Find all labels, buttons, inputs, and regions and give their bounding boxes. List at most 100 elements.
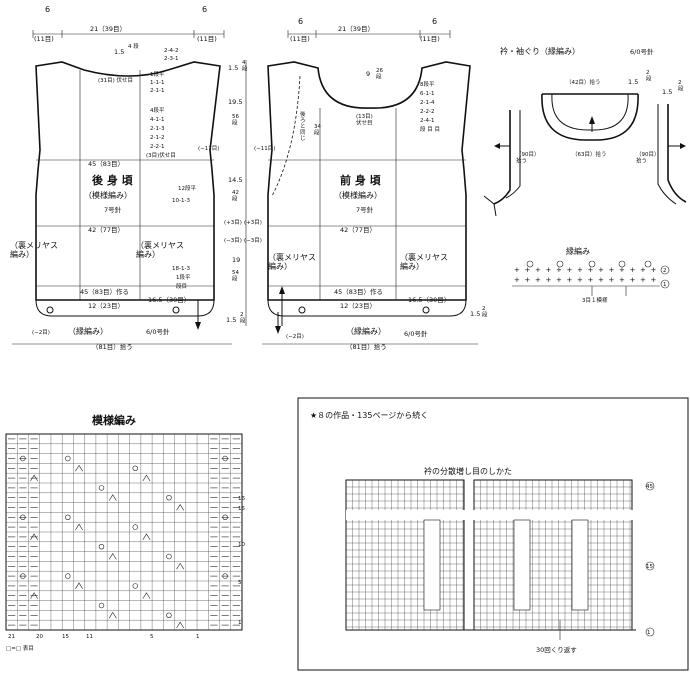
back-pick-81: （81目）拾う [92,342,133,351]
back-neck-dec-2: 2-3-1 [164,56,178,62]
pattern-row-10: 10 [238,542,245,548]
decrease-stitch [75,464,83,472]
front-minus3: (−3目) [244,237,262,244]
collar-pick-90-right: （90目）拾う [636,151,660,164]
front-subtitle: （模様編み） [334,190,382,200]
increase-gap [346,510,636,520]
edging-cross: + [588,266,594,274]
edging-cross: + [598,266,604,274]
pattern-col-5: 5 [150,634,154,640]
yarn-over [98,543,105,550]
yarn-over [222,514,228,520]
edging-cross: + [514,266,520,274]
front-shoulder-stitches-right: (11目) [420,35,440,43]
yarn-over [98,485,105,491]
yarn-over [20,514,26,520]
front-shoulder-stitches: (11目) [290,35,310,43]
back-side-dec-1: 18-1-3 [172,266,190,272]
edging-cross: + [640,276,646,284]
front-neck-dec-2: 6-1-1 [420,91,434,97]
back-side-inc-2: 10-1-3 [172,198,190,204]
edging-picot [526,260,534,268]
edging-note: 3目１模様 [582,296,608,304]
edging-cross: + [619,276,625,284]
front-minus-11: (−11目) [254,145,275,152]
back-title: 後 身 頃 [92,173,134,187]
yarn-over [166,495,172,501]
edging-cross: + [525,266,531,274]
decrease-stitch [108,553,117,560]
dim-side: 14.5 [228,176,242,184]
yarn-over [132,583,138,589]
back-reverse-left-text: （裏メリヤス編み） [10,240,58,259]
back-side-inc-1: 12段平 [178,184,196,192]
front-shoulder-width: 6 [298,17,303,26]
edging-row-1: 1 [663,282,667,288]
front-bottom-30: 16.5（30目） [408,296,450,304]
collar-needle: 6/0号針 [630,47,654,56]
notice-continued: ★８の作品・135ページから続く [310,410,428,420]
edging-cross: + [535,276,541,284]
front-neck-dec-4: 2-2-2 [420,109,434,115]
decrease-stitch [30,592,38,599]
dim-bottom: 1.5 [226,316,236,324]
pattern-col-1: 1 [196,634,200,640]
back-shoulder-dec-6: (3目)伏せ目 [146,151,176,159]
edging-stitch-marks: ++++++++++++++++++++++++++++ [514,260,657,284]
back-neck-rise: 1.5 [114,48,124,56]
yarn-over [132,465,138,471]
yarn-over [222,455,228,462]
edging-cross: + [567,266,573,274]
edging-cross: + [567,276,573,284]
back-neck-dec-1: 2-4-2 [164,48,178,54]
back-side-dec-2: 1段平 [176,273,191,281]
decrease-stitch [142,533,151,540]
yarn-over [65,455,71,462]
edging-row-2: 2 [663,268,667,274]
decrease-stitch [176,562,185,570]
yarn-over [65,573,71,579]
collar-v1: 1.5 [628,78,638,86]
increase-column [571,519,589,611]
back-subtitle: （模様編み） [84,190,132,200]
increase-column [513,519,531,611]
back-neck-width: 21（39目） [90,25,126,33]
collar-v2: 1.5 [662,88,672,96]
decrease-stitch [75,523,83,531]
edging-cross: + [577,276,583,284]
decrease-stitch [142,592,151,599]
increase-repeat: 30回くり返す [536,646,577,654]
front-dim-top: 1.5 [470,310,480,318]
front-bottom-83: 45（83目）作る [334,287,383,296]
front-bottom-23: 12（23目） [340,302,376,310]
yarn-over [65,514,71,520]
collar-title: 衿・袖ぐり（縁編み） [500,46,580,56]
edging-chart: 縁編み ++++++++++++++++++++++++++++ 3目１模様 2… [512,246,670,304]
dim-minus3: (−3目) [224,237,242,244]
decrease-stitch [30,474,38,482]
collar-increase-title: 衿の分散増し目のしかた [424,466,512,476]
back-width-77: 42（77目） [88,226,124,234]
front-border-needle: 6/0号針 [404,329,428,338]
edging-cross: + [598,276,604,284]
yarn-over [20,455,26,462]
edging-cross: + [514,276,520,284]
back-shoulder-stitches-right: (11目) [197,35,217,43]
edging-cross: + [577,266,583,274]
front-neck-depth: 9 [366,70,370,78]
yarn-over [98,602,105,609]
edging-cross: + [651,276,657,284]
edging-cross: + [640,266,646,274]
front-minus-2: (−2目) [286,333,304,340]
front-neck-width: 21（39目） [338,25,374,33]
yarn-over [132,524,138,530]
front-neck-dec-3: 2-1-4 [420,100,435,106]
back-body-panel: 6 (11目) 21（39目） 6 (11目) 1.5 4 段 2-4-2 2-… [10,5,232,351]
